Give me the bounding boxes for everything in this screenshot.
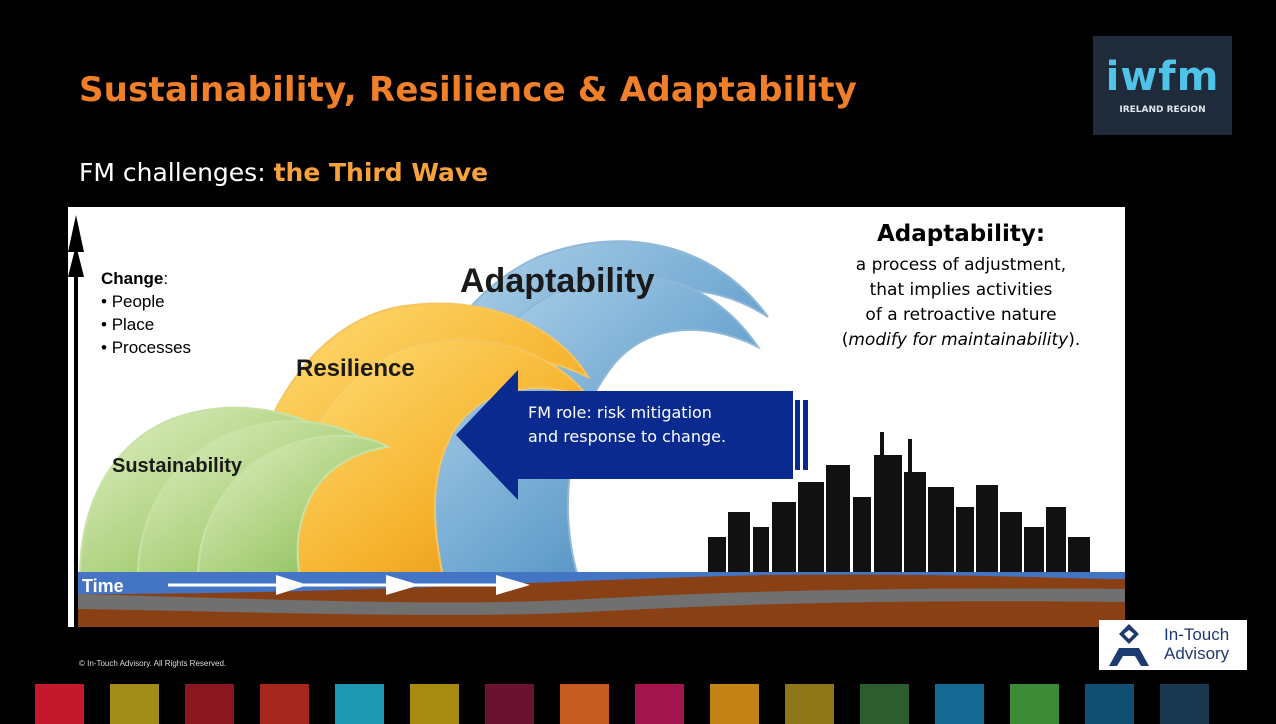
change-heading: Change — [101, 269, 164, 288]
badge-text: In-Touch Advisory — [1164, 625, 1230, 663]
change-list: Change: • People • Place • Processes — [101, 267, 191, 359]
color-block — [935, 684, 984, 724]
slide-title: Sustainability, Resilience & Adaptabilit… — [79, 70, 858, 110]
definition-heading: Adaptability: — [876, 221, 1046, 247]
resilience-label: Resilience — [296, 355, 415, 382]
adaptability-label: Adaptability — [460, 262, 655, 300]
subtitle-prefix: FM challenges: — [79, 158, 274, 187]
color-block — [785, 684, 834, 724]
sustainability-label: Sustainability — [112, 455, 243, 477]
logo-mark: iwfm — [1105, 54, 1220, 100]
change-item: • People — [101, 292, 165, 311]
in-touch-advisory-logo: In-Touch Advisory — [1099, 620, 1247, 670]
color-block — [1160, 684, 1209, 724]
rock-band — [78, 588, 1125, 616]
logo-region: IRELAND REGION — [1119, 105, 1206, 115]
change-arrow-head — [68, 215, 84, 252]
color-block — [260, 684, 309, 724]
arrow-tail-bar-2 — [803, 400, 808, 470]
adaptability-definition: Adaptability: a process of adjustment, t… — [796, 221, 1125, 353]
fm-role-arrow — [456, 370, 793, 500]
third-wave-diagram: Change: • People • Place • Processes Sus… — [68, 207, 1125, 627]
fm-role-line: FM role: risk mitigation — [528, 403, 712, 422]
color-strip — [35, 684, 1235, 724]
time-label: Time — [82, 576, 124, 596]
color-block — [35, 684, 84, 724]
arrow-tail-bar-1 — [795, 400, 800, 470]
change-arrow-head-2 — [68, 245, 84, 277]
definition-line: that implies activities — [869, 280, 1053, 300]
color-block — [1085, 684, 1134, 724]
color-block — [560, 684, 609, 724]
color-block — [110, 684, 159, 724]
color-block — [710, 684, 759, 724]
change-colon: : — [163, 269, 169, 288]
color-block — [860, 684, 909, 724]
color-block — [410, 684, 459, 724]
fm-role-text: FM role: risk mitigation and response to… — [528, 401, 726, 449]
change-item: • Processes — [101, 338, 192, 357]
color-block — [485, 684, 534, 724]
color-block — [1010, 684, 1059, 724]
sustainability-wave-3 — [196, 434, 391, 578]
definition-line: a process of adjustment, — [855, 255, 1067, 275]
resilience-wave-2 — [276, 338, 591, 578]
definition-last-line: (modify for maintainability). — [841, 330, 1081, 350]
color-block — [185, 684, 234, 724]
iwfm-logo: iwfm IRELAND REGION — [1093, 36, 1232, 135]
color-block — [635, 684, 684, 724]
subtitle-highlight: the Third Wave — [273, 158, 489, 187]
in-touch-icon — [1105, 620, 1155, 670]
time-arrow-3 — [496, 575, 530, 595]
change-item: • Place — [101, 315, 155, 334]
wave-illustration — [68, 215, 1125, 627]
definition-line: of a retroactive nature — [865, 305, 1057, 325]
fm-role-line: and response to change. — [528, 427, 727, 446]
time-arrow-1 — [276, 575, 308, 595]
copyright-text: © In-Touch Advisory. All Rights Reserved… — [79, 659, 227, 668]
color-block — [335, 684, 384, 724]
time-arrow-2 — [386, 575, 420, 595]
slide-subtitle: FM challenges: the Third Wave — [79, 158, 488, 187]
city-skyline — [708, 432, 1090, 577]
